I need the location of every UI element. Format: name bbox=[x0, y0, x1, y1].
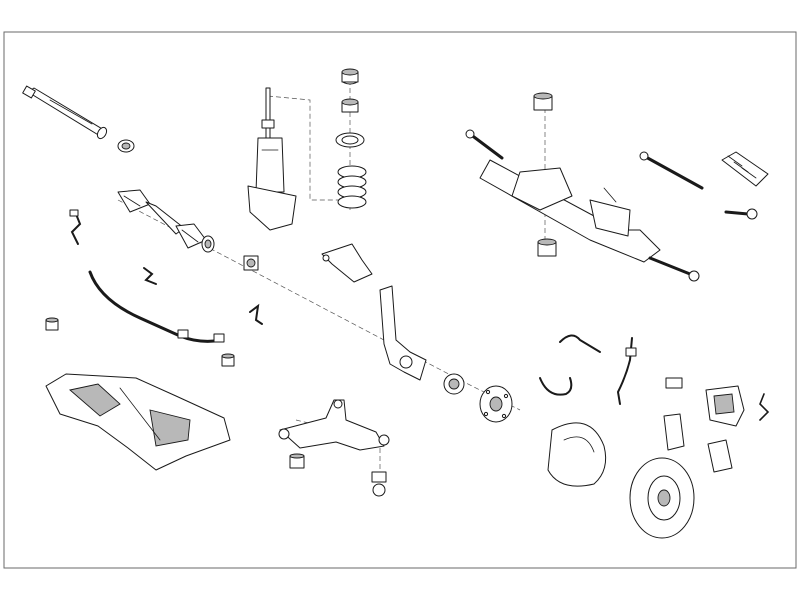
wheel-bearing bbox=[443, 373, 465, 395]
stabilizer-link bbox=[69, 209, 82, 245]
mounting-bracket bbox=[249, 303, 263, 325]
steering-knuckle bbox=[379, 285, 427, 381]
tie-rod-right bbox=[648, 256, 700, 282]
steering-boot bbox=[721, 151, 769, 187]
tie-rod-inner-right bbox=[639, 151, 704, 190]
brake-disc bbox=[629, 457, 695, 539]
coil-spring bbox=[337, 165, 367, 209]
brake-pads bbox=[663, 413, 733, 473]
abs-sensor bbox=[616, 337, 683, 405]
strut-mount-top bbox=[341, 68, 359, 85]
splash-shield bbox=[547, 422, 607, 487]
control-arm bbox=[278, 399, 385, 451]
bushing bbox=[45, 255, 305, 469]
shock-absorber bbox=[247, 87, 297, 231]
strut-bearing bbox=[341, 98, 359, 113]
wheel-hub bbox=[479, 385, 513, 423]
cv-boot-clamp bbox=[117, 139, 135, 153]
spring-seat bbox=[335, 132, 365, 148]
drive-shaft-assembly bbox=[117, 189, 215, 253]
tie-rod-left bbox=[465, 129, 504, 160]
tie-rod-end bbox=[724, 208, 758, 220]
brake-hose bbox=[539, 334, 601, 396]
diagram-frame bbox=[3, 31, 797, 569]
stabilizer-bar bbox=[88, 270, 225, 343]
upper-arm-bracket bbox=[321, 243, 373, 283]
subframe bbox=[45, 373, 231, 471]
drive-shaft-inner bbox=[22, 85, 108, 140]
ball-joint bbox=[371, 434, 390, 497]
brake-caliper bbox=[705, 385, 745, 427]
steering-rack bbox=[479, 92, 661, 263]
wear-sensor bbox=[759, 393, 770, 421]
stabilizer-clip bbox=[143, 267, 157, 285]
